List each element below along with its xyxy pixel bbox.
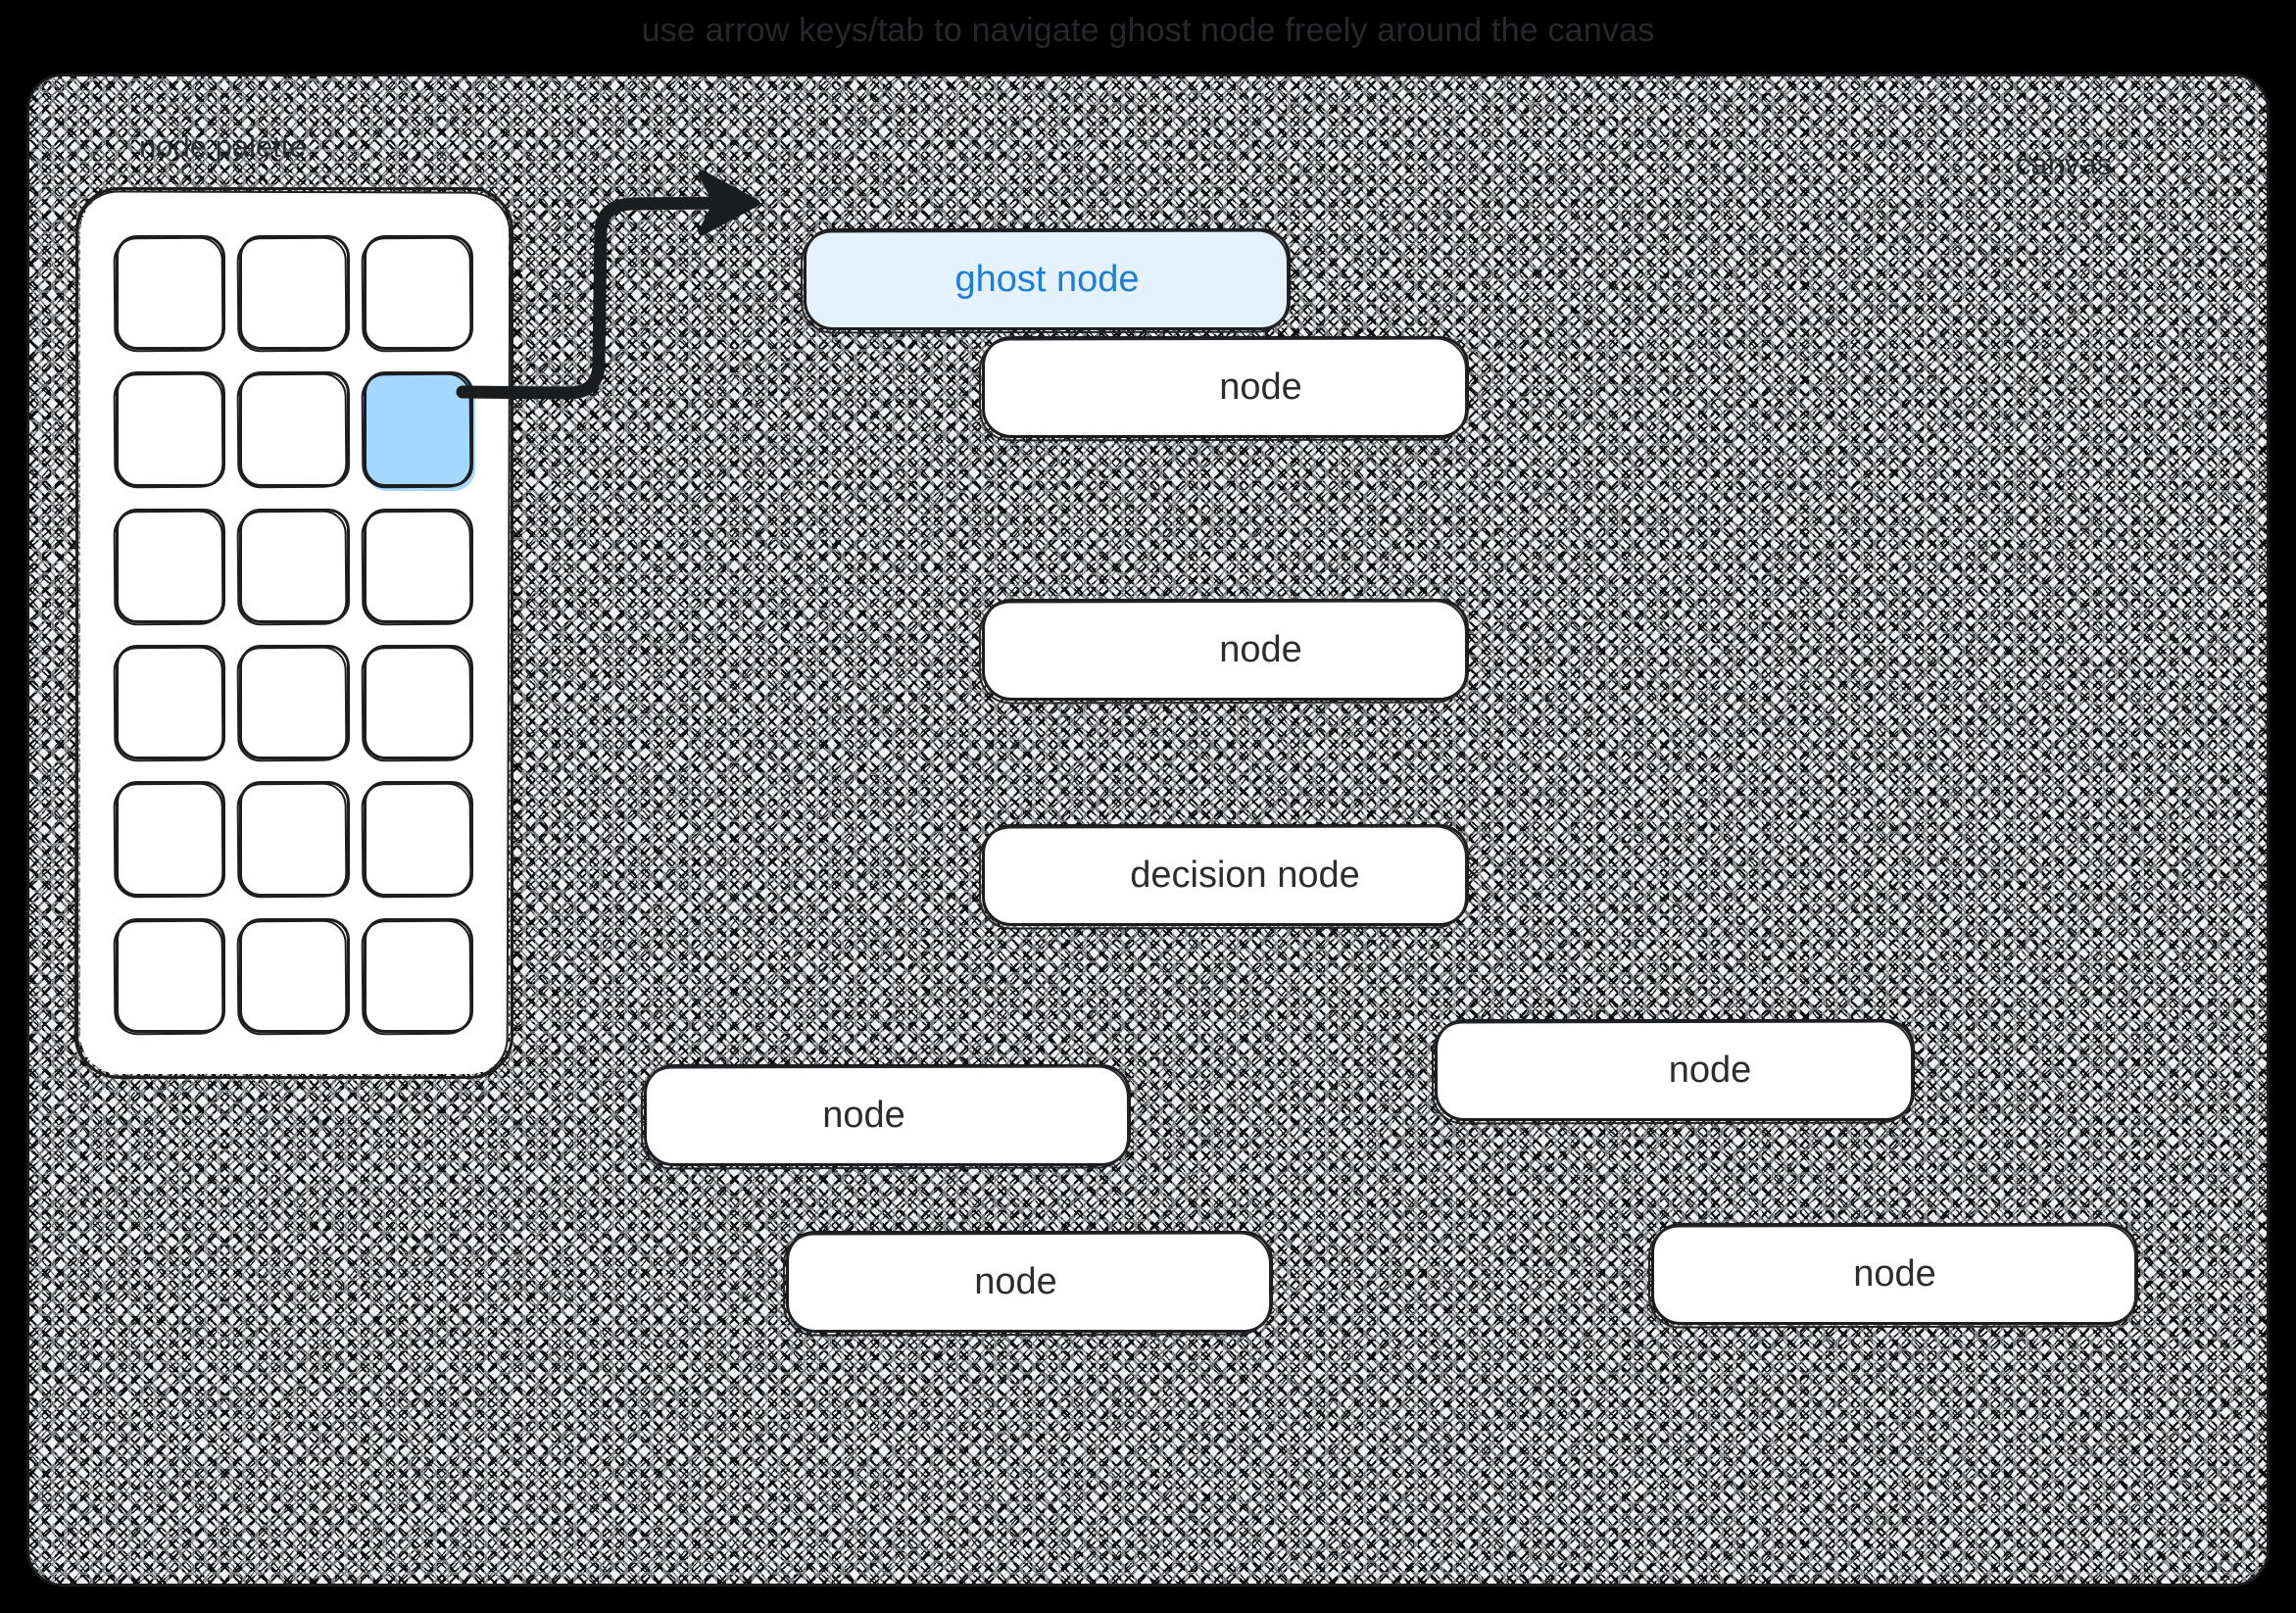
node-outline	[644, 1064, 1131, 1166]
palette-cell[interactable]	[359, 773, 477, 904]
palette-cell-outline	[116, 508, 226, 623]
palette-cell-outline	[116, 644, 226, 760]
palette-grid	[112, 227, 477, 1041]
palette-cell-outline	[363, 917, 473, 1033]
node-outline	[982, 599, 1469, 701]
palette-cell-outline-sketch	[361, 646, 472, 762]
palette-cell-outline	[363, 781, 473, 897]
palette-cell-outline-sketch	[113, 919, 224, 1036]
palette-cell[interactable]	[359, 227, 477, 359]
node-outline	[1435, 1019, 1915, 1121]
palette-cell[interactable]	[112, 636, 230, 768]
palette-cell-outline-sketch	[236, 372, 349, 490]
palette-cell-outline-sketch	[113, 510, 224, 626]
canvas-node[interactable]: decision node	[978, 824, 1469, 930]
palette-cell-outline	[116, 371, 226, 487]
palette-cell-outline-sketch	[236, 236, 349, 353]
palette-cell-outline-sketch	[113, 372, 224, 490]
keyboard-hint-text: use arrow keys/tab to navigate ghost nod…	[641, 12, 1655, 49]
palette-cell[interactable]	[235, 773, 354, 904]
palette-cell-outline-sketch	[236, 510, 349, 626]
canvas-node[interactable]: node	[978, 336, 1469, 442]
palette-cell-outline-sketch	[236, 646, 349, 762]
canvas-node[interactable]: node	[782, 1231, 1273, 1337]
canvas-node[interactable]: node	[1647, 1223, 2138, 1329]
palette-cell-outline-sketch	[236, 919, 349, 1036]
node-label: node	[974, 1260, 1057, 1302]
palette-cell[interactable]	[235, 500, 354, 631]
palette-cell-outline-sketch	[361, 236, 472, 353]
node-outline	[786, 1231, 1273, 1333]
palette-cell-outline	[363, 508, 473, 623]
palette-cell-outline-sketch	[361, 782, 472, 900]
node-outline	[982, 336, 1469, 438]
palette-cell[interactable]	[359, 909, 477, 1041]
palette-cell-outline-sketch	[236, 782, 349, 900]
palette-cell-outline	[239, 371, 350, 487]
palette-cell-outline-sketch	[113, 236, 224, 353]
palette-cell-outline-sketch	[361, 919, 472, 1036]
palette-cell-outline	[116, 917, 226, 1033]
palette-cell-outline-sketch	[361, 372, 472, 490]
palette-cell[interactable]	[112, 364, 230, 495]
palette-cell-outline-sketch	[113, 782, 224, 900]
palette-cell-outline	[116, 235, 226, 351]
node-outline	[804, 228, 1291, 330]
canvas-node[interactable]: node	[978, 599, 1469, 705]
palette-cell[interactable]	[235, 364, 354, 495]
node-outline	[982, 824, 1469, 926]
node-label: node	[1668, 1049, 1752, 1091]
palette-cell-outline	[239, 781, 350, 897]
palette-cell-outline-sketch	[113, 646, 224, 762]
node-palette-label: node palette	[139, 129, 307, 164]
canvas-node[interactable]: node	[640, 1064, 1131, 1170]
palette-cell[interactable]	[235, 909, 354, 1041]
palette-cell-selected[interactable]	[360, 364, 477, 494]
palette-cell[interactable]	[359, 500, 477, 631]
node-label: node	[1219, 628, 1302, 670]
palette-cell[interactable]	[112, 909, 230, 1041]
palette-cell-outline	[239, 917, 350, 1033]
palette-cell-outline-sketch	[361, 510, 472, 626]
palette-cell-outline	[363, 371, 473, 487]
palette-cell[interactable]	[112, 773, 230, 904]
palette-cell-outline	[363, 644, 473, 760]
canvas-node[interactable]: node	[1431, 1019, 1915, 1125]
canvas-label: canvas	[2016, 147, 2113, 181]
node-label: ghost node	[954, 258, 1140, 300]
palette-cell[interactable]	[235, 227, 354, 359]
palette-cell[interactable]	[235, 636, 354, 768]
palette-cell-outline	[239, 644, 350, 760]
palette-cell-outline	[239, 508, 350, 623]
palette-cell[interactable]	[112, 227, 230, 359]
palette-cell[interactable]	[112, 500, 230, 631]
palette-cell-outline	[239, 235, 350, 351]
palette-cell[interactable]	[359, 636, 477, 768]
node-label: node	[1853, 1252, 1936, 1295]
node-outline	[1651, 1223, 2138, 1325]
node-label: node	[822, 1094, 905, 1136]
node-label: node	[1219, 366, 1302, 408]
node-palette-panel[interactable]	[75, 187, 513, 1079]
ghost-node[interactable]: ghost node	[800, 228, 1291, 334]
node-label: decision node	[1130, 854, 1360, 896]
palette-cell-outline	[116, 781, 226, 897]
